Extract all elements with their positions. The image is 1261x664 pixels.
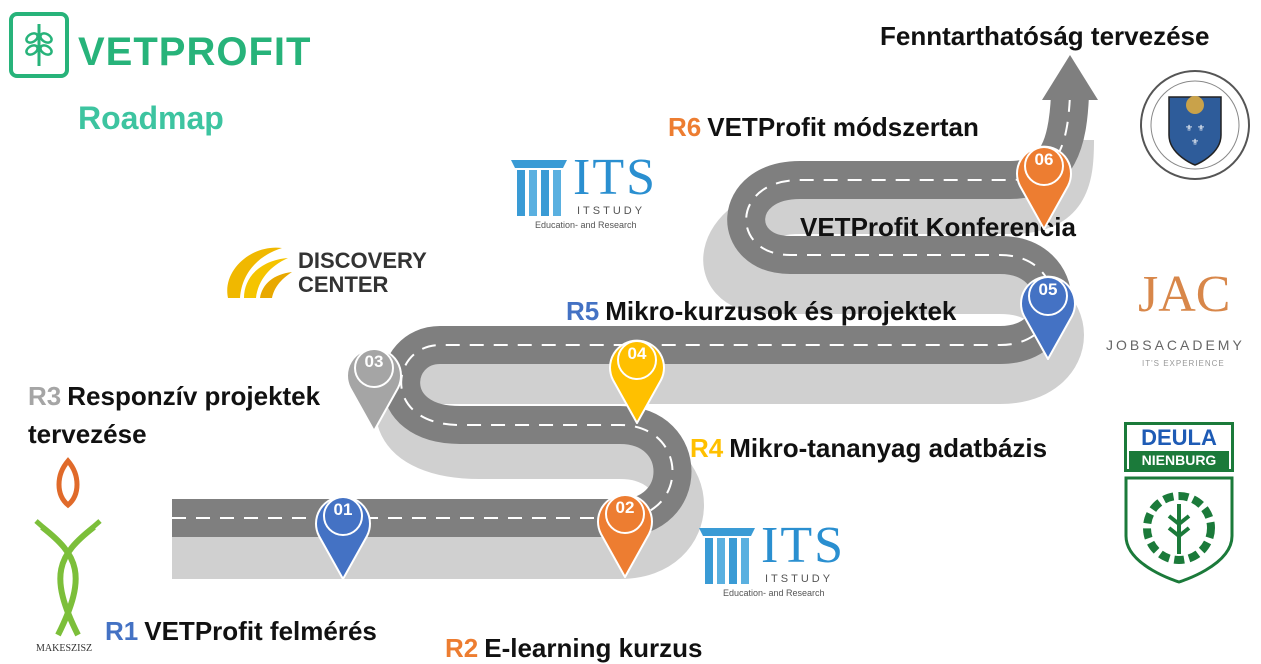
deula-line1: DEULA (1141, 425, 1217, 450)
gear-wheat-icon (1124, 476, 1234, 584)
milestone-title: VETProfit módszertan (707, 112, 979, 142)
premontrei-crest: ⚜ ⚜ ⚜ (1135, 65, 1255, 190)
jobsacademy-logo: JAC JOBSACADEMY IT'S EXPERIENCE (1100, 265, 1260, 375)
goal-label: Fenntarthatóság tervezése (880, 21, 1210, 51)
milestone-title: VETProfit felmérés (144, 616, 377, 646)
vetprofit-logo (8, 12, 70, 80)
milestone-title: Mikro-tananyag adatbázis (729, 433, 1048, 463)
milestone-title: E-learning kurzus (484, 633, 703, 663)
discovery-line2: CENTER (298, 272, 389, 297)
milestone-marker-06: 06 (1012, 134, 1076, 230)
milestone-number: 02 (615, 498, 635, 517)
map-pin-icon (597, 493, 653, 578)
road-arrow-icon (1042, 55, 1098, 100)
milestone-number: 06 (1034, 150, 1054, 169)
pillars-icon (699, 528, 755, 584)
svg-text:⚜: ⚜ (1185, 124, 1193, 134)
conference-label: VETProfit Konferencia (800, 212, 1076, 242)
milestone-code: R1 (105, 616, 139, 646)
its-tagline: Education- and Research (723, 588, 825, 598)
milestone-code: R3 (28, 381, 62, 411)
milestone-title: Mikro-kurzusok és projektek (605, 296, 957, 326)
discovery-line1: DISCOVERY (298, 248, 427, 273)
page-title: Roadmap (78, 100, 224, 136)
svg-text:⚜: ⚜ (1191, 138, 1199, 148)
milestone-marker-01: 01 (311, 484, 375, 580)
its-sub: ITSTUDY (765, 573, 834, 585)
milestone-marker-03: 03 (342, 336, 406, 432)
milestone-label-r3-line2: tervezése (28, 419, 147, 449)
wheat-tablet-icon (9, 12, 69, 78)
swirl-icon (227, 247, 292, 298)
milestone-number: 03 (364, 352, 384, 371)
makeszisz-logo: MAKESZISZ (28, 455, 108, 660)
milestone-code: R4 (690, 433, 724, 463)
jac-tagline: IT'S EXPERIENCE (1142, 359, 1225, 368)
map-pin-icon (346, 347, 402, 432)
its-logo-top: ITS ITSTUDY Education- and Research (505, 149, 665, 235)
milestone-code: R6 (668, 112, 702, 142)
deula-line2: NIENBURG (1129, 451, 1229, 469)
milestone-marker-02: 02 (593, 482, 657, 578)
deula-header: DEULA NIENBURG (1124, 422, 1234, 472)
map-pin-icon (1020, 275, 1076, 360)
discovery-center-logo: DISCOVERY CENTER (222, 240, 442, 306)
crest-icon: ⚜ ⚜ ⚜ (1140, 70, 1250, 180)
makeszisz-name: MAKESZISZ (36, 643, 93, 654)
milestone-number: 05 (1038, 280, 1058, 299)
its-sub: ITSTUDY (577, 205, 646, 217)
jac-name: JAC (1138, 266, 1231, 323)
map-pin-icon (315, 495, 371, 580)
milestone-number: 01 (333, 500, 353, 519)
map-pin-icon (609, 339, 665, 424)
its-tagline: Education- and Research (535, 220, 637, 230)
milestone-code: R2 (445, 633, 479, 663)
pillars-icon (511, 160, 567, 216)
milestone-marker-04: 04 (605, 328, 669, 424)
dna-figure-icon (34, 457, 102, 637)
svg-text:⚜: ⚜ (1197, 124, 1205, 134)
its-name: ITS (573, 149, 657, 206)
map-pin-icon (1016, 145, 1072, 230)
deula-nienburg-logo: DEULA NIENBURG (1124, 422, 1240, 584)
its-logo-bottom: ITS ITSTUDY Education- and Research (693, 517, 853, 603)
milestone-code: R5 (566, 296, 600, 326)
milestone-number: 04 (627, 344, 647, 363)
milestone-marker-05: 05 (1016, 264, 1080, 360)
milestone-title: Responzív projektek (67, 381, 321, 411)
jac-line: JOBSACADEMY (1106, 337, 1245, 353)
its-name: ITS (761, 517, 845, 574)
brand-name: VETPROFIT (78, 30, 312, 74)
